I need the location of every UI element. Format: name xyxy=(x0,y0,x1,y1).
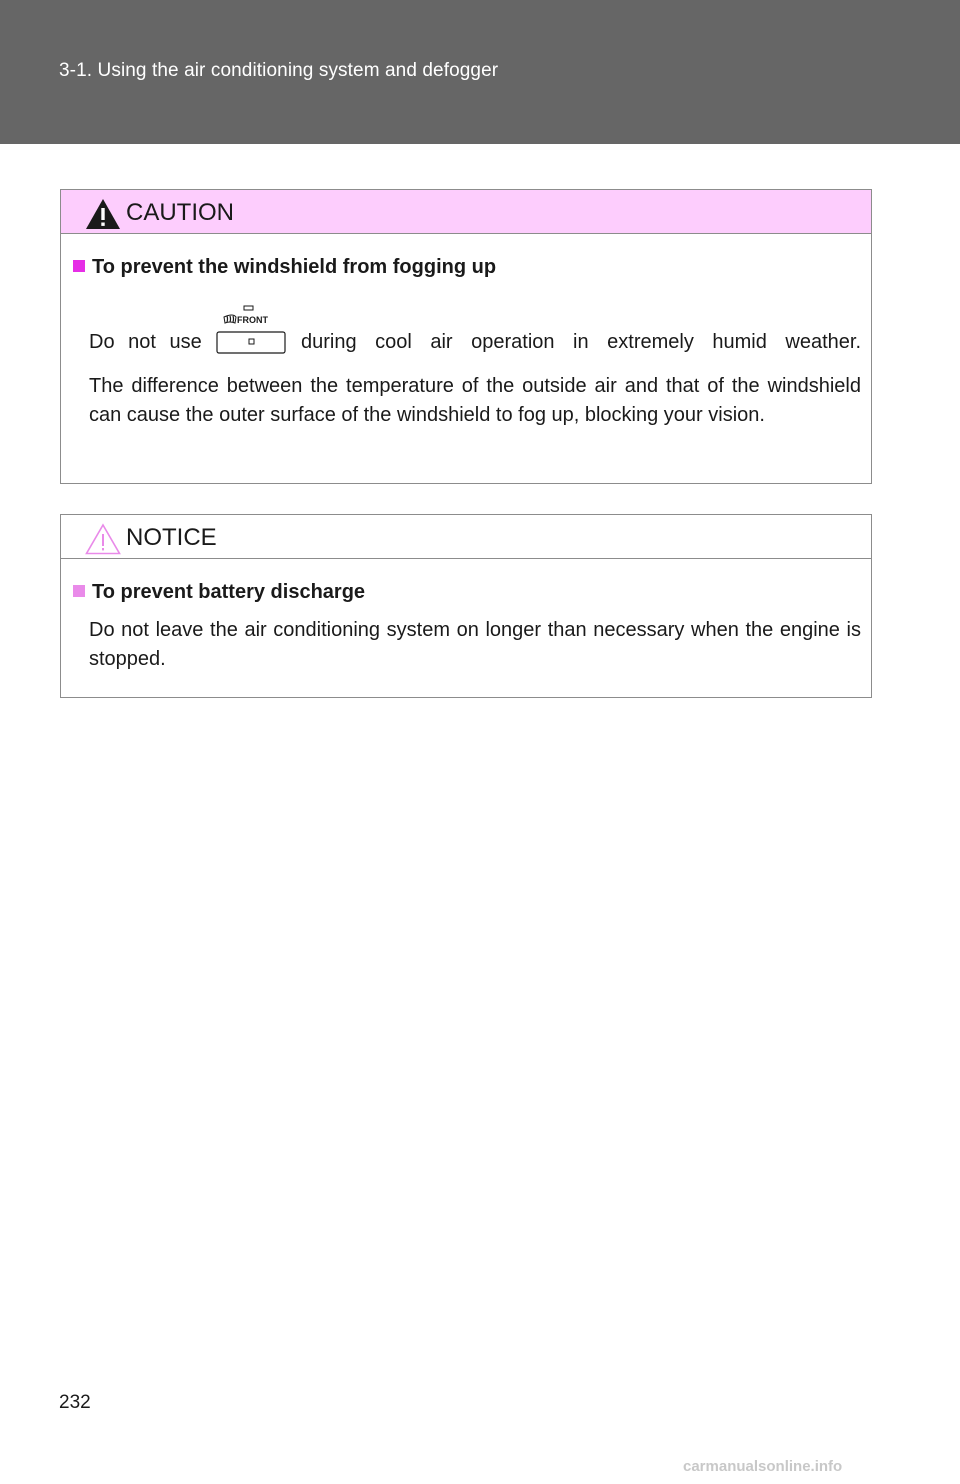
caution-heading: To prevent the windshield from fogging u… xyxy=(73,256,496,279)
page-header: 3-1. Using the air conditioning system a… xyxy=(0,0,960,144)
notice-label: NOTICE xyxy=(126,524,217,551)
caution-label: CAUTION xyxy=(126,199,234,226)
notice-triangle-icon xyxy=(85,523,121,555)
svg-text:FRONT: FRONT xyxy=(237,315,268,325)
caution-header: CAUTION xyxy=(61,190,871,234)
watermark: carmanualsonline.info xyxy=(683,1458,843,1475)
front-defroster-button-icon: FRONT xyxy=(216,305,286,354)
notice-paragraph: Do not leave the air conditioning system… xyxy=(89,619,861,670)
caution-line-start: Do not use xyxy=(89,331,202,353)
section-title: 3-1. Using the air conditioning system a… xyxy=(59,60,499,81)
notice-box: NOTICE To prevent battery discharge Do n… xyxy=(60,514,872,698)
caution-box: CAUTION To prevent the windshield from f… xyxy=(60,189,872,484)
square-bullet-icon xyxy=(73,585,85,597)
caution-line-end: during cool air operation in extremely h… xyxy=(301,331,861,353)
square-bullet-icon xyxy=(73,260,85,272)
notice-header: NOTICE xyxy=(61,515,871,559)
page-number: 232 xyxy=(59,1392,91,1413)
notice-heading: To prevent battery discharge xyxy=(73,581,365,604)
warning-triangle-icon xyxy=(86,199,120,229)
caution-paragraph: The difference between the temperature o… xyxy=(89,375,861,426)
